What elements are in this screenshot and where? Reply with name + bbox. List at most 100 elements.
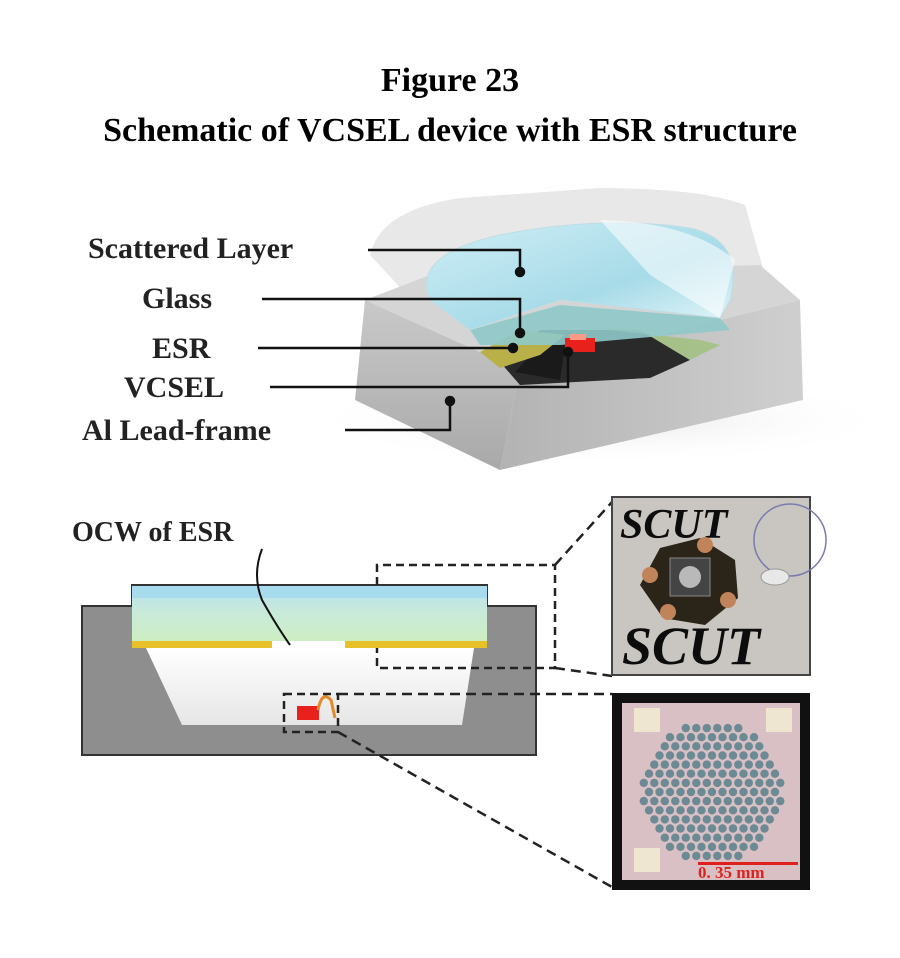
vcsel-aperture — [744, 833, 753, 842]
vcsel-aperture — [734, 742, 743, 751]
vcsel-aperture — [660, 742, 669, 751]
vcsel-aperture — [660, 778, 669, 788]
vcsel-aperture — [749, 787, 759, 797]
vcsel-aperture — [707, 751, 717, 760]
vcsel-aperture — [728, 824, 738, 833]
vcsel-aperture — [697, 824, 706, 833]
leader-lead-frame — [345, 402, 452, 432]
vcsel-aperture — [676, 769, 685, 778]
vcsel-aperture — [723, 742, 732, 751]
vcsel-aperture — [686, 824, 696, 833]
vcsel-aperture — [644, 769, 654, 778]
vcsel-aperture — [702, 760, 711, 769]
vcsel-aperture — [749, 733, 759, 742]
vcsel-aperture — [692, 851, 701, 861]
vcsel-aperture — [755, 796, 764, 806]
vcsel-aperture — [734, 778, 743, 788]
vcsel-aperture — [713, 742, 722, 751]
vcsel-aperture — [702, 851, 711, 861]
vcsel-aperture — [660, 760, 669, 769]
vcsel-aperture — [723, 796, 732, 806]
vcsel-aperture — [702, 742, 711, 751]
photo-scut-text-top: SCUT — [620, 502, 730, 548]
vcsel-aperture — [718, 842, 727, 851]
vcsel-aperture-array — [639, 723, 785, 861]
vcsel-aperture — [760, 769, 769, 778]
vcsel-aperture — [697, 787, 706, 797]
vcsel-aperture — [676, 751, 685, 760]
vcsel-aperture — [676, 824, 685, 833]
vcsel-aperture — [765, 815, 774, 824]
vcsel-aperture — [665, 769, 675, 778]
vcsel-aperture — [692, 796, 701, 806]
vcsel-aperture — [676, 806, 685, 815]
vcsel-aperture — [734, 760, 743, 769]
vcsel-aperture — [681, 778, 690, 788]
vcsel-aperture — [713, 851, 722, 861]
vcsel-aperture — [702, 723, 711, 733]
vcsel-aperture — [739, 842, 748, 851]
vcsel-aperture — [697, 769, 706, 778]
vcsel-aperture — [697, 751, 706, 760]
leader-vcsel — [270, 352, 570, 389]
vcsel-aperture — [655, 751, 664, 760]
vcsel-aperture — [744, 742, 753, 751]
vcsel-aperture — [671, 796, 680, 806]
vcsel-aperture — [765, 760, 774, 769]
vcsel-aperture — [723, 778, 732, 788]
vcsel-aperture — [681, 723, 690, 733]
vcsel-aperture — [744, 796, 753, 806]
vcsel-aperture — [702, 815, 711, 824]
cross-section-esr-right — [345, 641, 487, 648]
vcsel-aperture — [749, 769, 759, 778]
vcsel-aperture — [686, 733, 696, 742]
cross-section-esr-left — [132, 641, 272, 648]
package-3d-cutaway — [300, 188, 900, 470]
vcsel-aperture — [697, 842, 706, 851]
vcsel-aperture — [676, 842, 685, 851]
vcsel-chip-3d — [565, 338, 595, 352]
label-lead-frame: Al Lead-frame — [82, 414, 271, 447]
vcsel-aperture — [692, 815, 701, 824]
vcsel-aperture — [718, 824, 727, 833]
cross-section-vcsel — [297, 706, 319, 720]
vcsel-aperture — [713, 778, 722, 788]
photo-scut-text-bottom: SCUT — [622, 616, 762, 676]
vcsel-aperture — [728, 751, 738, 760]
vcsel-aperture — [739, 824, 748, 833]
vcsel-aperture — [718, 733, 727, 742]
vcsel-aperture — [718, 787, 727, 797]
vcsel-aperture — [765, 778, 774, 788]
vcsel-aperture — [760, 787, 769, 797]
cross-section-cavity — [146, 648, 474, 725]
inset-box-package — [375, 563, 557, 670]
vcsel-aperture — [713, 796, 722, 806]
vcsel-aperture — [665, 787, 675, 797]
vcsel-aperture — [723, 760, 732, 769]
vcsel-aperture — [681, 851, 690, 861]
vcsel-aperture — [707, 787, 717, 797]
vcsel-aperture — [686, 751, 696, 760]
vcsel-aperture — [665, 751, 675, 760]
vcsel-aperture — [728, 787, 738, 797]
scale-bar-label: 0. 35 mm — [698, 863, 765, 882]
vcsel-aperture — [639, 778, 648, 788]
vcsel-aperture — [681, 742, 690, 751]
vcsel-aperture — [723, 851, 732, 861]
vcsel-aperture — [655, 787, 664, 797]
vcsel-aperture — [655, 769, 664, 778]
inset-connectors — [337, 501, 613, 889]
cross-section — [81, 563, 557, 756]
vcsel-aperture — [692, 723, 701, 733]
vcsel-aperture — [734, 833, 743, 842]
vcsel-aperture — [692, 760, 701, 769]
vcsel-aperture — [760, 751, 769, 760]
photo-vcsel-chip: 0. 35 mm — [612, 693, 810, 890]
vcsel-aperture — [749, 751, 759, 760]
vcsel-aperture — [650, 815, 659, 824]
vcsel-aperture — [728, 769, 738, 778]
vcsel-aperture — [681, 815, 690, 824]
vcsel-aperture — [707, 806, 717, 815]
vcsel-aperture — [702, 833, 711, 842]
block-right-face — [500, 300, 803, 470]
